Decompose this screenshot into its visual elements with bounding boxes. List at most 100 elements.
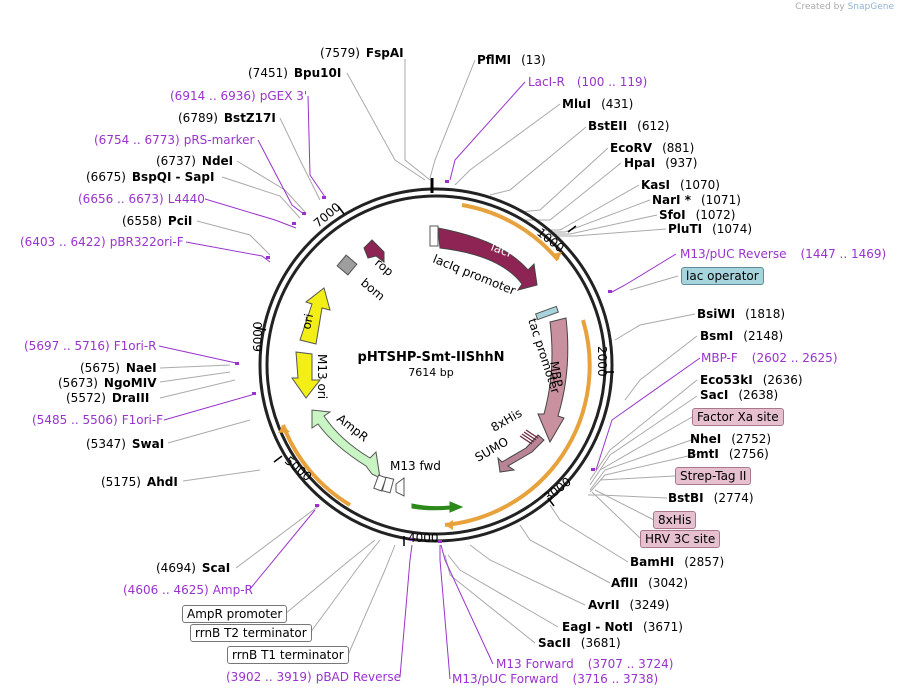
enzyme-label[interactable]: BsiWI(1818) [697,307,785,321]
rrnb-t2-box[interactable]: rrnB T2 terminator [190,624,312,642]
enzyme-pos: (6737) [156,154,196,168]
primer-range: (2602 .. 2625) [751,351,838,365]
enzyme-pos: (937) [665,156,698,170]
primer-label[interactable]: M13 Forward(3707 .. 3724) [492,657,673,671]
enzyme-label[interactable]: (6558)PciI [122,214,192,228]
primer-name: pGEX 3' [259,89,308,103]
enzyme-label[interactable]: (5572)DraIII [66,391,149,405]
hrv3c-box[interactable]: HRV 3C site [640,530,721,548]
enzyme-label[interactable]: (5175)AhdI [101,475,178,489]
enzyme-name: HpaI [624,156,656,170]
enzyme-pos: (2636) [762,373,803,387]
primer-label[interactable]: (5485 .. 5506)F1ori-F [32,413,167,427]
his8-box[interactable]: 8xHis [653,511,697,529]
primer-label[interactable]: (5697 .. 5716)F1ori-R [24,339,161,353]
enzyme-label[interactable]: (6789)BstZ17I [178,111,276,125]
primer-label[interactable]: (6656 .. 6673)L4440 [78,192,209,206]
primer-range: (100 .. 119) [576,75,648,89]
tick-label-4000: 4000 [408,531,439,545]
enzyme-label[interactable]: NheI(2752) [690,432,771,446]
rrnb-t1-box[interactable]: rrnB T1 terminator [227,646,349,664]
enzyme-label[interactable]: MluI(431) [562,97,633,111]
enzyme-pos: (3671) [643,620,683,634]
enzyme-label[interactable]: (7451) Bpu10I [248,66,341,80]
enzyme-label[interactable]: BamHI(2857) [630,555,724,569]
rop-label: rop [372,256,396,279]
primer-range: (6754 .. 6773) [94,133,180,147]
enzyme-label[interactable]: SacII(3681) [538,636,621,650]
rrnb-terminator-marks [395,477,405,497]
orf-arcs [281,203,592,527]
enzyme-name: BstBI [668,491,704,505]
plasmid-name: pHTSHP-Smt-IIShhN [357,350,505,365]
m13-ori-feature[interactable] [291,351,322,399]
snapgene-credit: Created by SnapGene [795,2,894,12]
enzyme-pos: (431) [601,97,634,111]
enzyme-name: BspQI [131,170,172,184]
enzyme-label[interactable]: BstBI(2774) [668,491,754,505]
primer-label[interactable]: MBP-F(2602 .. 2625) [697,351,838,365]
primer-label[interactable]: LacI-R(100 .. 119) [524,75,647,89]
enzyme-name: Bpu10I [293,66,342,80]
enzyme-label[interactable]: AflII(3042) [611,576,688,590]
enzyme-label[interactable]: Eco53kI(2636) [700,373,803,387]
enzyme-name: BmtI [687,447,719,461]
primer-leader-lines [158,81,701,680]
enzyme-pos: (4694) [156,561,196,575]
enzyme-label[interactable]: (5675)NaeI [80,361,157,375]
enzyme-name: EagI [562,620,592,634]
enzyme-name: SfoI [659,208,686,222]
enzyme-label[interactable]: PluTI(1074) [668,222,752,236]
enzyme-name: NgoMIV [103,376,157,390]
primer-label[interactable]: (4606 .. 4625)Amp-R [123,583,257,597]
rop-feature[interactable] [363,239,385,263]
enzyme-label[interactable]: SfoI(1072) [659,208,735,222]
enzyme-pos: (2756) [728,447,769,461]
enzyme-label[interactable]: PflMI(13) [477,53,546,67]
enzyme-label[interactable]: (5347)SwaI [86,437,164,451]
factor-xa-box[interactable]: Factor Xa site [692,408,784,426]
lacI-label: lacI [489,240,513,260]
enzyme-label[interactable]: BstEII(612) [588,119,669,133]
primer-label[interactable]: M13/pUC Forward(3716 .. 3738) [448,672,658,686]
ampr-promoter-box[interactable]: AmpR promoter [182,605,288,623]
primer-label[interactable]: (6754 .. 6773)pRS-marker [94,133,258,147]
enzyme-label[interactable]: (6737)NdeI [156,154,233,168]
enzyme-label[interactable]: BmtI (2756) [687,447,769,461]
primer-name: M13/pUC Reverse [680,247,787,261]
laciq-promoter-mark [429,225,439,247]
primer-label[interactable]: (6914 .. 6936)pGEX 3' [170,89,311,103]
enzyme-label[interactable]: EagI- NotI(3671) [562,620,683,634]
enzyme-pos: (2752) [731,432,772,446]
enzyme-label[interactable]: SacI(2638) [700,388,778,402]
primer-label[interactable]: M13/pUC Reverse(1447 .. 1469) [676,247,886,261]
enzyme-label[interactable]: BsmI(2148) [700,329,783,343]
enzyme-label[interactable]: (7579)FspAI [320,46,404,60]
enzyme-label[interactable]: (5673)NgoMIV [58,376,156,390]
mbp-feature[interactable] [537,317,569,444]
primer-name: M13 Forward [496,657,574,671]
enzyme-label[interactable]: HpaI (937) [624,156,697,170]
primer-marks [235,180,612,543]
strep-tag-box[interactable]: Strep-Tag II [675,467,752,485]
enzyme-label[interactable]: KasI(1070) [641,178,720,192]
his8-label: 8xHis [489,406,525,435]
primer-label[interactable]: (3902 .. 3919)pBAD Reverse [226,670,405,684]
ori-feature[interactable] [299,287,331,345]
lac-operator-box[interactable]: lac operator [681,267,764,285]
enzyme-pos: (7451) [248,66,288,80]
primer-label[interactable]: (6403 .. 6422)pBR322ori-F [20,235,188,249]
ampr-feature[interactable] [311,409,381,479]
enzyme-label[interactable]: AvrII(3249) [588,598,669,612]
lacI-feature[interactable] [437,227,538,291]
primer-range: (6656 .. 6673) [78,192,164,206]
primer-name: pBR322ori-F [109,235,184,249]
leader-lines [159,59,698,656]
enzyme-label[interactable]: (6675)BspQI- SapI [86,170,214,184]
enzyme-label[interactable]: EcoRV(881) [610,141,694,155]
enzyme-label[interactable]: NarI *(1071) [652,193,741,207]
sumo-feature[interactable] [497,434,545,473]
enzyme-pos: (5675) [80,361,120,375]
enzyme-label[interactable]: (4694)ScaI [156,561,230,575]
enzyme-pos: (1074) [712,222,753,236]
